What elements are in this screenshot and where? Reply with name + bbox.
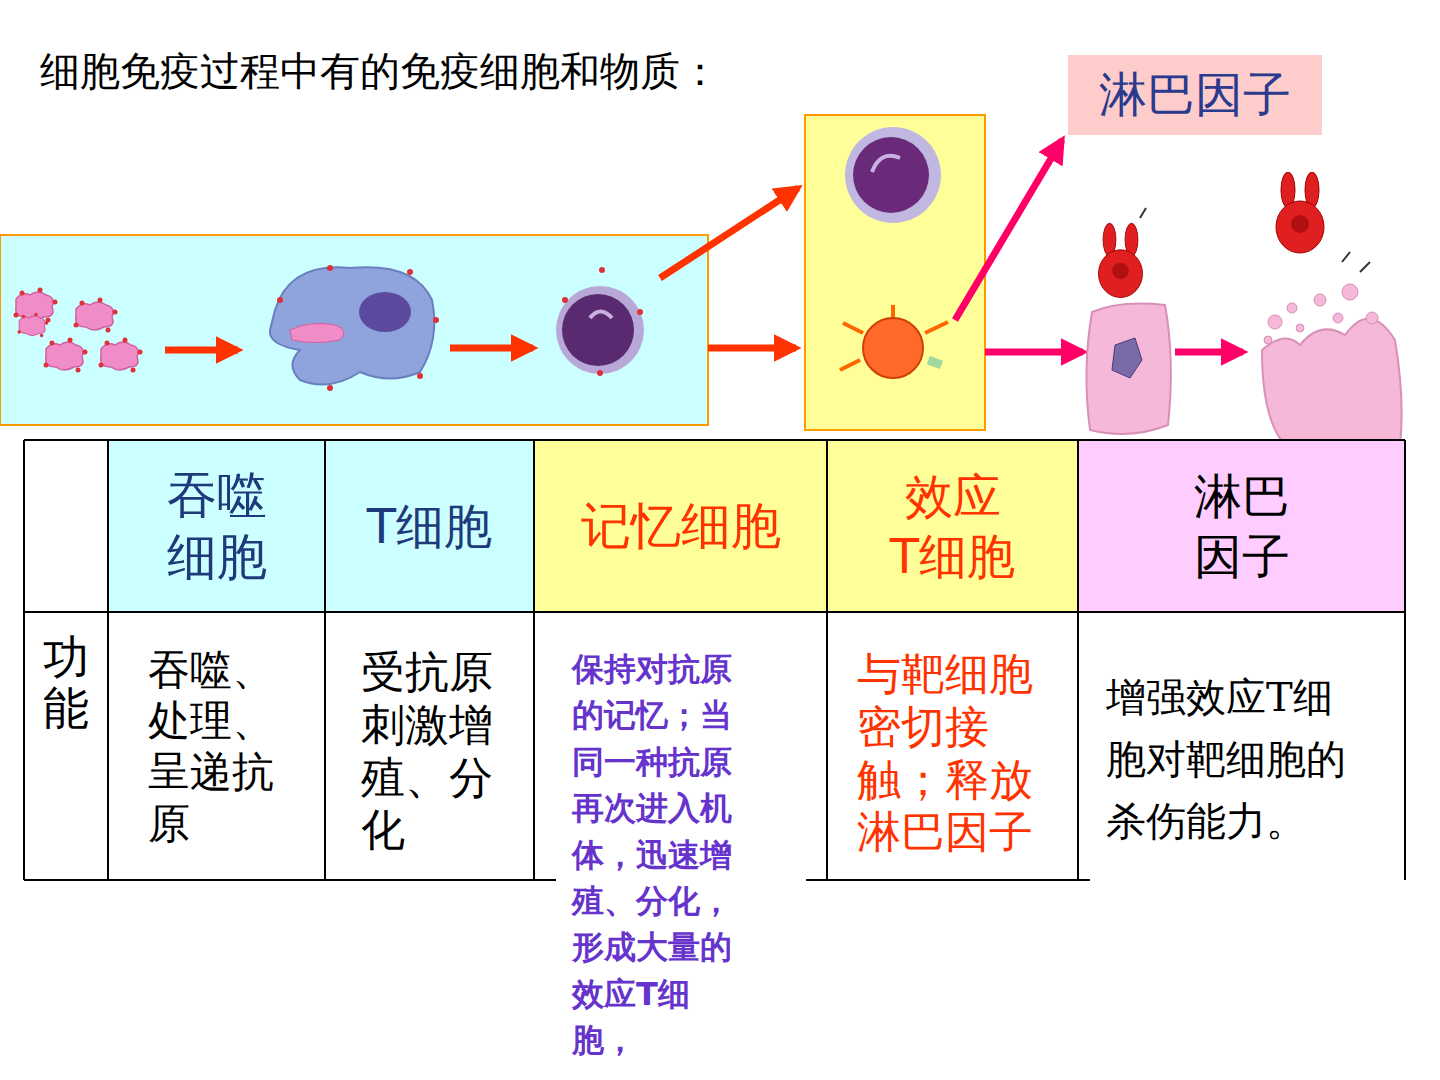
- table-cell: 功能: [24, 612, 108, 880]
- page-title: 细胞免疫过程中有的免疫细胞和物质：: [40, 44, 720, 99]
- table-cell: 淋巴 因子: [1078, 440, 1405, 612]
- column-header: 吞噬 细胞: [167, 464, 267, 589]
- effector-process: [955, 140, 1402, 457]
- table-cell: 吞噬、处理、呈递抗原: [108, 612, 325, 880]
- table-cell: T细胞: [325, 440, 534, 612]
- column-header: 淋巴 因子: [1194, 466, 1290, 586]
- row-header: 功能: [43, 632, 89, 733]
- table-cell: 受抗原刺激增殖、分化: [325, 612, 534, 880]
- column-header: 效应 T细胞: [890, 466, 1015, 586]
- function-text: 吞噬、处理、呈递抗原: [148, 644, 276, 849]
- cell-panel: [805, 115, 985, 430]
- function-text: 保持对抗原的记忆；当同一种抗原再次进入机体，迅速增殖、分化，形成大量的效应T细胞…: [572, 646, 734, 1064]
- antigen-panel: [0, 188, 798, 425]
- table-cell: 记忆细胞: [534, 440, 827, 612]
- function-text: 增强效应T细胞对靶细胞的杀伤能力。: [1106, 666, 1348, 852]
- table-cell: 与靶细胞密切接触；释放淋巴因子: [827, 612, 1078, 880]
- column-header: 记忆细胞: [581, 495, 781, 558]
- function-text: 受抗原刺激增殖、分化: [361, 646, 495, 857]
- table-cell: 吞噬 细胞: [108, 440, 325, 612]
- substance-box: 淋巴因子: [1068, 55, 1322, 135]
- table-cell: 效应 T细胞: [827, 440, 1078, 612]
- box-label: 淋巴因子: [1099, 63, 1291, 127]
- function-text: 与靶细胞密切接触；释放淋巴因子: [857, 648, 1035, 859]
- column-header: T细胞: [367, 496, 492, 556]
- table-cell: 增强效应T细胞对靶细胞的杀伤能力。: [1078, 612, 1405, 880]
- table-cell: 保持对抗原的记忆；当同一种抗原再次进入机体，迅速增殖、分化，形成大量的效应T细胞…: [534, 612, 827, 1032]
